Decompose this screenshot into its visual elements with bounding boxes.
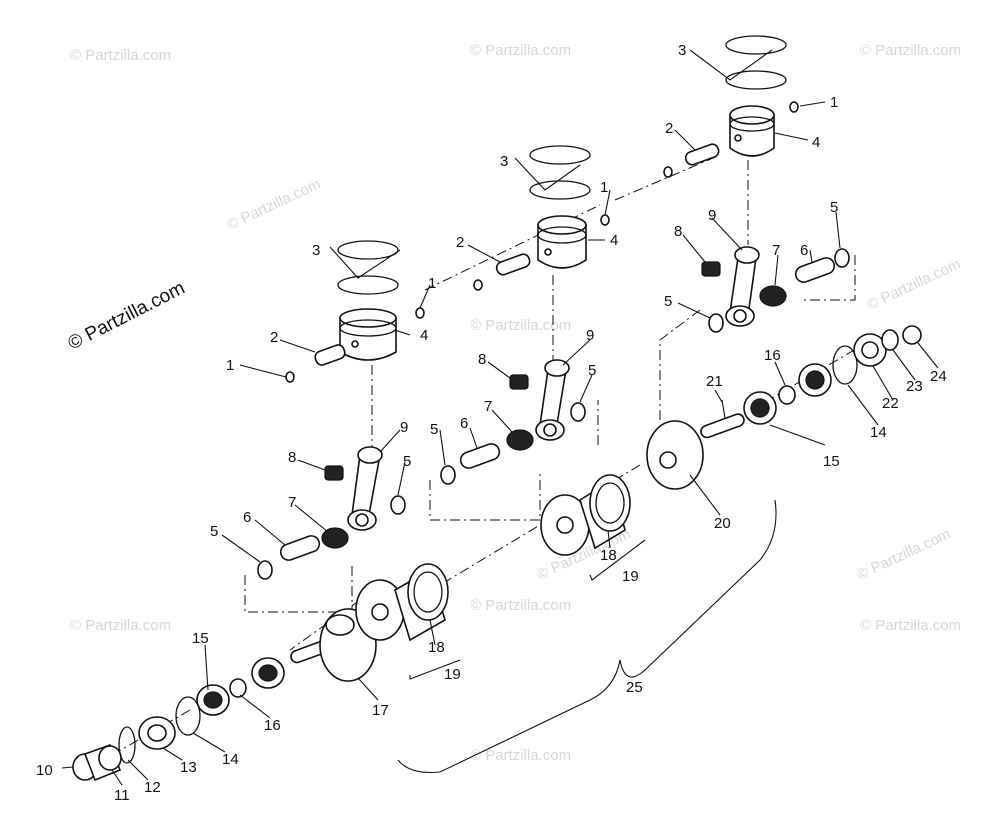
callout-label: 21: [706, 373, 723, 390]
callout-label: 23: [906, 378, 923, 395]
leader-lines: [61, 49, 939, 786]
callout-label: 5: [403, 453, 411, 470]
callout-label: 10: [36, 762, 53, 779]
callout-label: 12: [144, 779, 161, 796]
callout-label: 5: [588, 362, 596, 379]
callout-label: 7: [288, 494, 296, 511]
piston-assembly-right: [684, 35, 799, 166]
callout-label: 8: [288, 449, 296, 466]
callout-label: 17: [372, 702, 389, 719]
watermark: © Partzilla.com: [855, 526, 954, 584]
callout-label: 3: [312, 242, 320, 259]
watermark: © Partzilla.com: [470, 42, 571, 59]
callout-label: 19: [444, 666, 461, 683]
callout-label: 11: [114, 787, 130, 804]
callout-label: 5: [830, 199, 838, 216]
callout-label: 15: [823, 453, 840, 470]
watermark: © Partzilla.com: [70, 47, 171, 64]
callout-label: 25: [626, 679, 643, 696]
callout-label: 18: [428, 639, 445, 656]
callout-label: 4: [812, 134, 820, 151]
callout-label: 6: [800, 242, 808, 259]
callout-label: 6: [243, 509, 251, 526]
callout-label: 5: [210, 523, 218, 540]
callout-label: 13: [180, 759, 197, 776]
bearings-washers: [257, 248, 850, 580]
callout-label: 5: [664, 293, 672, 310]
watermark-layer: © Partzilla.com © Partzilla.com © Partzi…: [65, 42, 964, 764]
callout-label: 1: [428, 275, 436, 292]
callout-label: 2: [456, 234, 464, 251]
callout-label: 20: [714, 515, 731, 532]
callout-label: 9: [400, 419, 408, 436]
assembly-brace: [397, 499, 777, 774]
callout-label: 14: [870, 424, 887, 441]
piston-assembly-left: [285, 240, 483, 383]
callout-label: 5: [430, 421, 438, 438]
callout-label: 6: [460, 415, 468, 432]
callout-label: 19: [622, 568, 639, 585]
watermark: © Partzilla.com: [65, 278, 189, 355]
callout-label: 4: [420, 327, 428, 344]
callout-label: 18: [600, 547, 617, 564]
callout-label: 8: [674, 223, 682, 240]
callout-label: 16: [764, 347, 781, 364]
callout-label: 3: [500, 153, 508, 170]
callout-label: 9: [586, 327, 594, 344]
callout-label: 3: [678, 42, 686, 59]
connecting-rods: [347, 246, 760, 531]
crankshaft: [72, 325, 922, 782]
callout-label: 1: [600, 179, 608, 196]
callout-label: 22: [882, 395, 899, 412]
watermark: © Partzilla.com: [470, 317, 571, 334]
callout-label: 24: [930, 368, 947, 385]
watermark: © Partzilla.com: [860, 42, 961, 59]
callout-label: 1: [226, 357, 234, 374]
watermark: © Partzilla.com: [225, 176, 324, 234]
watermark: © Partzilla.com: [865, 256, 964, 314]
callout-label: 2: [270, 329, 278, 346]
watermark: © Partzilla.com: [860, 617, 961, 634]
callout-label: 2: [665, 120, 673, 137]
callout-label: 15: [192, 630, 209, 647]
callout-label: 14: [222, 751, 239, 768]
callout-label: 9: [708, 207, 716, 224]
callout-label: 1: [830, 94, 838, 111]
watermark: © Partzilla.com: [70, 617, 171, 634]
callout-numbers: 1 1 1 1 2 2 2 3 3 3 4 4 4 5 5 5 5 5 5 6 …: [36, 42, 947, 804]
callout-label: 8: [478, 351, 486, 368]
callout-label: 7: [484, 398, 492, 415]
callout-label: 16: [264, 717, 281, 734]
piston-assembly-middle: [495, 145, 673, 276]
callout-label: 4: [610, 232, 618, 249]
watermark: © Partzilla.com: [470, 597, 571, 614]
callout-label: 7: [772, 242, 780, 259]
watermark: © Partzilla.com: [470, 747, 571, 764]
